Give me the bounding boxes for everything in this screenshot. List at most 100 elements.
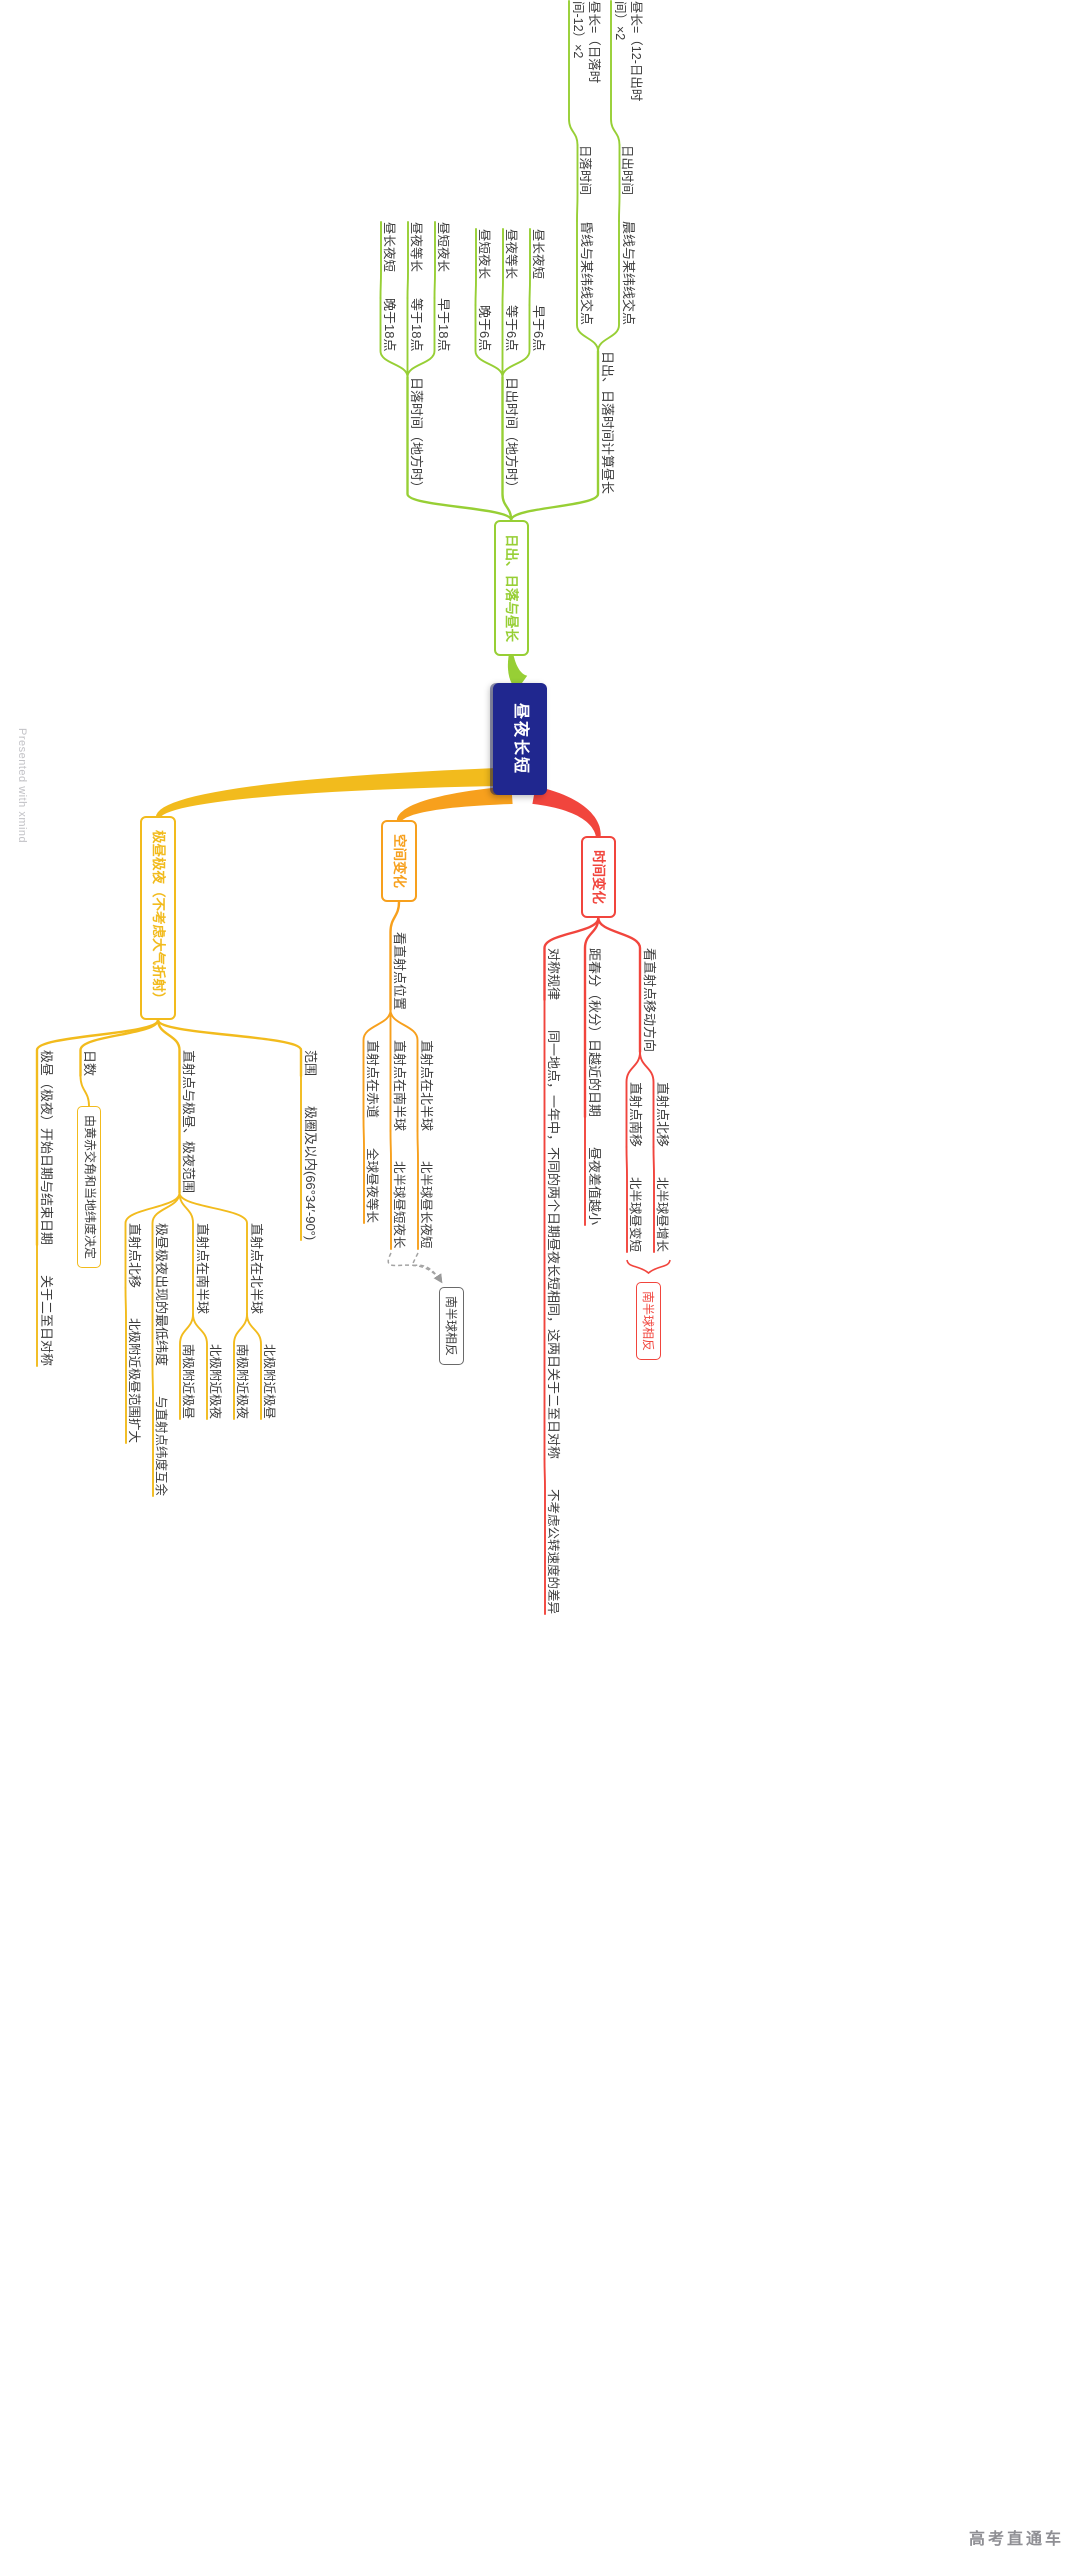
topic-node[interactable]: 全球昼夜等长 [365, 1148, 379, 1224]
topic-node[interactable]: 北极附近极昼 [262, 1344, 276, 1420]
branch-ribbon [155, 768, 497, 819]
topic-node[interactable]: 对称规律 [546, 948, 562, 1001]
topic-node[interactable]: 等于6点 [504, 305, 520, 352]
topic-node[interactable]: 昼长=（12-日出时间）×2 [612, 1, 643, 102]
topic-node[interactable]: 直射点在南半球 [195, 1223, 210, 1315]
connector [379, 297, 409, 378]
branch-root-space-change[interactable]: 空间变化 [381, 820, 417, 902]
connector [362, 1009, 392, 1119]
branch-root-polar-day-night[interactable]: 极昼极夜（不考虑大气折射） [140, 816, 176, 1020]
watermark-xmind: Presented with xmind [16, 728, 28, 844]
connector [568, 0, 579, 146]
topic-node[interactable]: 直射点北移 [127, 1223, 143, 1289]
topic-node[interactable]: 等于18点 [409, 298, 425, 352]
topic-node[interactable]: 与直射点纬度互余 [154, 1396, 168, 1497]
connector [178, 1192, 248, 1315]
topic-node[interactable]: 早于6点 [531, 305, 547, 352]
branch-ribbon [532, 786, 601, 838]
connector [625, 1051, 641, 1148]
summary-box[interactable]: 南半球相反 [636, 1282, 661, 1361]
branch-ribbon [396, 786, 513, 823]
topic-node[interactable]: 早于18点 [436, 298, 452, 352]
connector [389, 900, 401, 1012]
topic-node[interactable]: 昼夜等长 [409, 222, 423, 273]
topic-node[interactable]: 直射点在赤道 [365, 1040, 381, 1119]
connector [156, 1018, 181, 1195]
topic-node[interactable]: 看直射点位置 [392, 932, 408, 1011]
callout-arrow [387, 1252, 443, 1284]
topic-node[interactable]: 距春分（秋分）日越近的日期 [587, 948, 602, 1118]
connector [501, 228, 504, 306]
topic-node[interactable]: 直射点北移 [655, 1082, 671, 1148]
topic-node[interactable]: 日出时间 [620, 145, 635, 196]
topic-node[interactable]: 晚于6点 [477, 305, 493, 352]
topic-node[interactable]: 南极附近极夜 [235, 1344, 249, 1420]
topic-node[interactable]: 昏线与某纬线交点 [579, 221, 594, 326]
central-topic[interactable]: 昼夜长短 [492, 683, 548, 796]
connector [610, 0, 621, 146]
connector [389, 1130, 392, 1250]
topic-node[interactable]: 晚于18点 [382, 298, 398, 352]
topic-node[interactable]: 直射点与极昼、极夜范围 [181, 1050, 197, 1194]
topic-node[interactable]: 昼长=（日落时间-12）×2 [570, 1, 601, 84]
connector [597, 916, 642, 1054]
connector [433, 221, 436, 299]
connector [406, 375, 513, 522]
topic-node[interactable]: 日出、日落时间计算昼长 [600, 351, 615, 495]
topic-node[interactable]: 直射点在南半球 [392, 1040, 408, 1132]
topic-node[interactable]: 看直射点移动方向 [642, 948, 657, 1053]
connector [389, 1009, 419, 1132]
topic-node[interactable]: 昼短夜长 [436, 222, 450, 273]
connector [151, 1365, 154, 1497]
topic-node[interactable]: 范围 [303, 1050, 318, 1077]
connector [406, 297, 436, 378]
connector [406, 221, 409, 299]
topic-node[interactable]: 北极附近极昼范围扩大 [127, 1318, 141, 1444]
summary-brace [626, 1259, 671, 1275]
topic-node[interactable]: 日出时间（地方时） [504, 377, 520, 495]
connector [156, 1018, 303, 1078]
topic-node[interactable]: 极圈及以内(66°34′-90°) [303, 1106, 318, 1241]
topic-node[interactable]: 关于二至日对称 [39, 1275, 54, 1367]
topic-node[interactable]: 昼夜差值越小 [587, 1147, 602, 1226]
topic-node[interactable]: 北极附近极夜 [208, 1344, 222, 1420]
topic-node[interactable]: 南极附近极昼 [181, 1344, 195, 1420]
topic-node[interactable]: 不考虑公转速度的差异 [546, 1489, 560, 1615]
branch-root-time-change[interactable]: 时间变化 [580, 836, 617, 918]
connector [597, 220, 620, 352]
connector [79, 1075, 90, 1107]
topic-node[interactable]: 昼长夜短 [382, 222, 396, 273]
connector [124, 1287, 127, 1444]
watermark-brand: 高考直通车 [968, 2531, 1064, 2548]
connector [35, 1018, 160, 1247]
topic-node[interactable]: 北半球昼长夜短 [419, 1161, 433, 1249]
connector [625, 1146, 628, 1253]
topic-node[interactable]: 日落时间（地方时） [409, 377, 425, 495]
connector [509, 349, 600, 522]
connector [528, 228, 531, 306]
topic-node[interactable]: 日落时间 [578, 145, 593, 196]
topic-node[interactable]: 昼长夜短 [531, 229, 545, 280]
topic-node[interactable]: 直射点在北半球 [419, 1040, 435, 1132]
topic-node[interactable]: 日数 [82, 1050, 98, 1077]
topic-node[interactable]: 极昼（极夜）开始日期与结束日期 [39, 1050, 54, 1246]
connector [416, 1130, 419, 1250]
topic-node[interactable]: 昼夜等长 [504, 229, 518, 280]
topic-node[interactable]: 极昼极夜出现的最低纬度 [154, 1223, 170, 1367]
connector [233, 1313, 248, 1420]
topic-node[interactable]: 由黄赤交角和当地纬度决定 [77, 1106, 101, 1269]
topic-node[interactable]: 北半球昼短夜长 [392, 1161, 406, 1249]
topic-node[interactable]: 昼短夜长 [477, 229, 491, 280]
topic-node[interactable]: 直射点在北半球 [249, 1223, 264, 1315]
topic-node[interactable]: 北半球昼增长 [655, 1177, 669, 1253]
callout-box[interactable]: 南半球相反 [439, 1287, 465, 1366]
branch-root-sunrise-sunset[interactable]: 日出、日落与昼长 [493, 520, 530, 656]
connector [576, 144, 579, 222]
topic-node[interactable]: 直射点南移 [628, 1082, 644, 1148]
topic-node[interactable]: 同一地点，一年中，不同的两个日期昼夜长短相同，这两日关于二至日对称 [546, 1030, 562, 1460]
topic-node[interactable]: 晨线与某纬线交点 [621, 221, 636, 326]
connector [124, 1192, 181, 1289]
topic-node[interactable]: 北半球昼变短 [628, 1177, 642, 1253]
